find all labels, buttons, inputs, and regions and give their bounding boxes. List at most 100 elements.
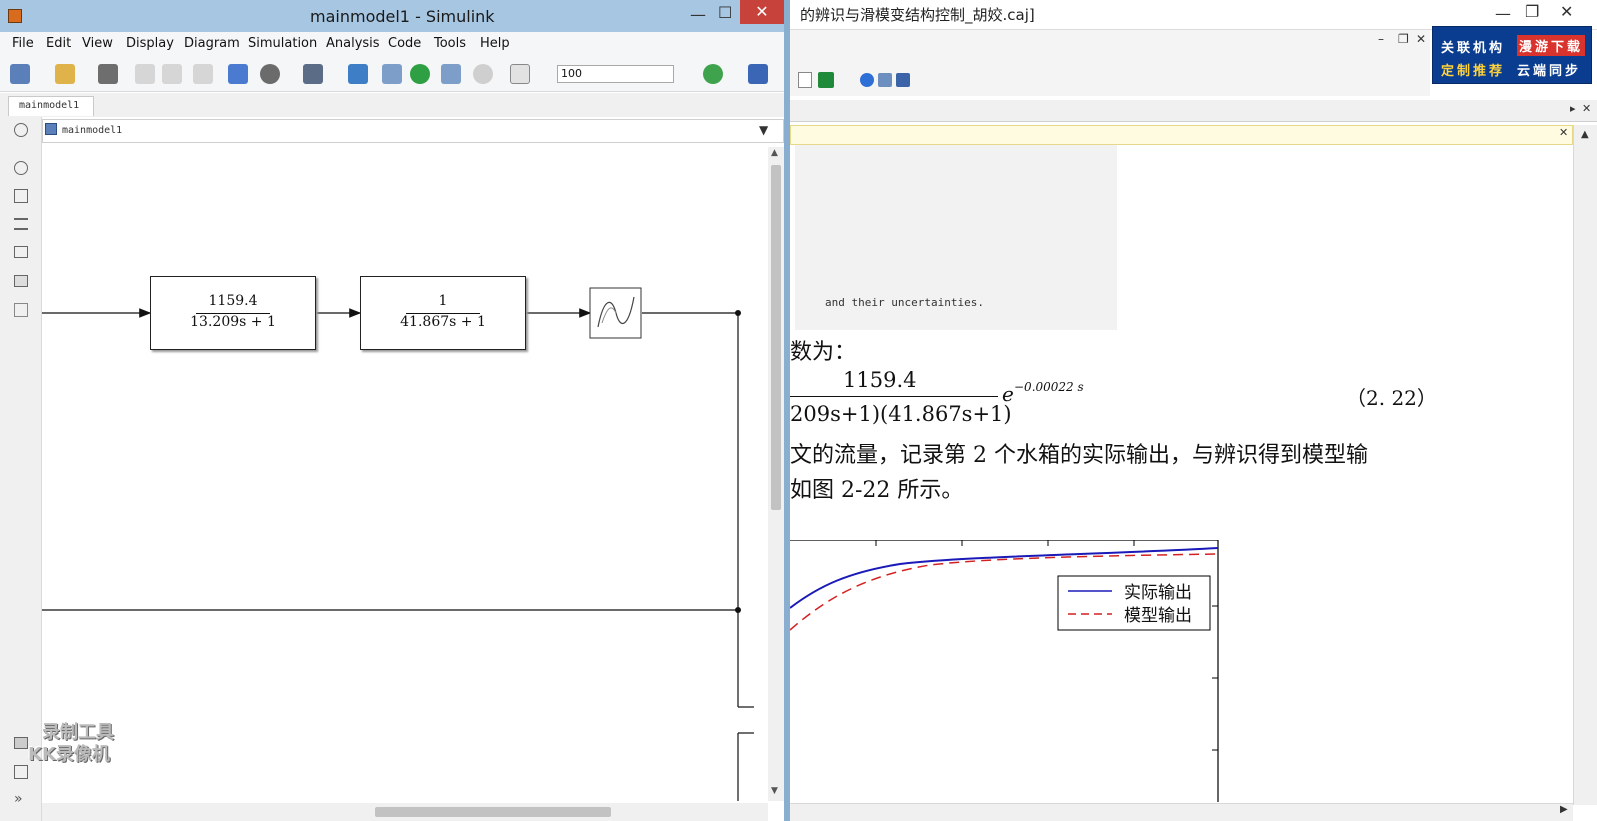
caj-close-icon[interactable]: ✕ [1560,2,1574,21]
caj-info-icon[interactable] [896,73,910,87]
tf1-numerator: 1159.4 [208,293,258,309]
watermark-line-2: KK录像机 [28,744,110,765]
watermark-line-1: 录制工具 [42,722,114,743]
caj-vertical-scrollbar[interactable]: ▲ [1573,125,1597,805]
simulink-window-title: mainmodel1 - Simulink [310,7,495,26]
forward-icon[interactable] [162,64,182,84]
caj-ad-banner[interactable]: 关联机构 漫游下载 定制推荐 云端同步 [1432,26,1592,84]
caj-inner-minimize-icon[interactable]: – [1378,32,1384,46]
caj-figure-region [795,145,1117,330]
simulink-menubar: File Edit View Display Diagram Simulatio… [0,32,784,56]
canvas-horizontal-thumb[interactable] [375,807,611,817]
stop-time-input[interactable]: 100 [557,65,674,83]
delay-wave-shadow [601,307,617,324]
caj-go-icon[interactable] [818,72,834,88]
simulink-maximize-icon[interactable]: ☐ [718,3,733,22]
image-icon[interactable] [14,275,28,287]
open-folder-icon[interactable] [55,64,75,84]
back-icon[interactable] [135,64,155,84]
menu-code[interactable]: Code [388,36,422,51]
caj-body-text-2: 文的流量，记录第 2 个水箱的实际输出，与辨识得到模型输 [790,443,1368,468]
update-diagram-icon[interactable] [348,64,368,84]
caj-window-title: 的辨识与滑模变结构控制_胡姣.caj] [800,6,1035,24]
caj-tab-close-icon[interactable]: ✕ [1582,102,1592,115]
caj-formula-numerator: 1159.4 [843,368,917,392]
address-dropdown-icon[interactable]: ▼ [759,123,769,137]
simulink-titlebar[interactable]: mainmodel1 - Simulink — ☐ ✕ [0,0,784,32]
legend-actual-label: 实际输出 [1124,583,1192,603]
transfer-fcn-block-1[interactable]: 1159.4 13.209s + 1 [150,276,316,350]
caj-help-icon[interactable] [860,73,874,87]
caj-restore-icon[interactable]: ❐ [1525,2,1540,21]
step-forward-icon[interactable] [441,64,461,84]
caj-tab-bar: ▸ ✕ [790,100,1597,122]
transfer-fcn-block-2[interactable]: 1 41.867s + 1 [360,276,526,350]
ad-text-1a: 关联机构 [1441,41,1506,56]
caj-scroll-right-icon[interactable]: ▶ [1560,804,1568,815]
zoom-icon[interactable] [14,161,28,175]
menu-edit[interactable]: Edit [46,36,72,51]
caj-tab-scroll-icon[interactable]: ▸ [1570,102,1576,115]
caj-inner-restore-icon[interactable]: ❐ [1398,32,1409,46]
caj-body-text-3: 如图 2-22 所示。 [790,478,964,503]
tf2-numerator: 1 [438,293,448,309]
simulink-palette: » [0,117,42,821]
model-explorer-icon[interactable] [303,64,323,84]
run-icon[interactable] [410,64,430,84]
ad-text-2a: 定制推荐 [1441,64,1506,79]
caj-equation-number: （2. 22） [1346,386,1437,410]
caj-info-bar: ✕ [790,125,1573,145]
caj-dropdown-icon[interactable] [798,72,812,88]
tf1-denominator: 13.209s + 1 [190,314,276,330]
model-advisor-icon[interactable] [703,64,723,84]
caj-inner-close-icon[interactable]: ✕ [1416,32,1427,46]
menu-file[interactable]: File [12,36,34,51]
fit-view-icon[interactable] [14,189,28,203]
annotation-icon[interactable] [14,246,28,258]
stop-icon[interactable] [473,64,493,84]
menu-simulation[interactable]: Simulation [248,36,318,51]
menu-analysis[interactable]: Analysis [326,36,380,51]
area-icon[interactable] [14,303,28,317]
menu-tools[interactable]: Tools [434,36,467,51]
canvas-vertical-thumb[interactable] [771,165,781,510]
caj-info-close-icon[interactable]: ✕ [1559,126,1569,139]
branch-point-lower [735,607,741,613]
caj-formula-denominator: 209s+1)(41.867s+1) [790,402,1012,426]
caj-scroll-up-icon[interactable]: ▲ [1581,129,1589,140]
scroll-down-icon[interactable]: ▼ [771,786,778,796]
caj-body-text-1: 数为： [790,340,857,365]
caj-formula-exponent: −0.00022 s [1014,380,1084,394]
legend-model-label: 模型输出 [1124,606,1192,626]
actual-output-line [790,547,1219,609]
grid-icon[interactable] [748,64,768,84]
menu-diagram[interactable]: Diagram [184,36,240,51]
scroll-up-icon[interactable]: ▲ [771,148,778,158]
model-data-icon[interactable] [14,765,28,779]
hide-browser-icon[interactable] [14,123,28,137]
caj-horizontal-scrollbar[interactable]: ▶ [790,803,1573,821]
model-icon [45,123,57,135]
diagram-canvas[interactable] [42,147,768,801]
caj-formula-e: e [1002,382,1014,406]
caj-minimize-icon[interactable]: — [1495,4,1511,23]
camera-icon[interactable] [14,737,28,749]
arrow-icon[interactable] [14,218,28,230]
simulink-minimize-icon[interactable]: — [690,5,706,24]
caj-find-icon[interactable] [878,73,892,87]
tab-mainmodel1[interactable]: mainmodel1 [8,96,94,116]
up-icon[interactable] [193,64,213,84]
menu-view[interactable]: View [82,36,113,51]
scope-icon[interactable] [510,64,530,84]
menu-display[interactable]: Display [126,36,174,51]
gear-icon[interactable] [260,64,280,84]
caj-formula-bar [790,396,998,397]
new-model-icon[interactable] [10,64,30,84]
save-icon[interactable] [98,64,118,84]
menu-help[interactable]: Help [480,36,510,51]
expand-icon[interactable]: » [14,791,23,807]
library-browser-icon[interactable] [228,64,248,84]
simulink-close-button[interactable]: ✕ [740,0,784,24]
address-bar[interactable]: ▼ [42,119,784,143]
step-back-icon[interactable] [382,64,402,84]
